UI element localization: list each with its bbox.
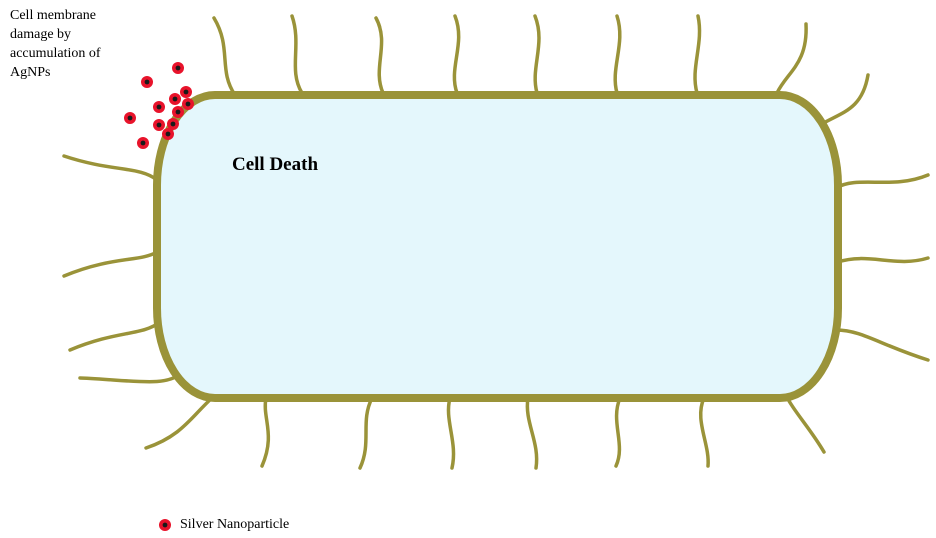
membrane-damage-annotation: Cell membrane damage by accumulation of … bbox=[10, 6, 150, 82]
annotation-line: accumulation of bbox=[10, 44, 150, 63]
flagellum bbox=[777, 24, 806, 93]
flagellum bbox=[146, 398, 212, 448]
flagellum bbox=[615, 16, 620, 93]
silver-nanoparticle bbox=[153, 119, 165, 131]
flagellum bbox=[701, 398, 708, 466]
annotation-line: Cell membrane bbox=[10, 6, 150, 25]
flagellum bbox=[836, 175, 928, 188]
silver-nanoparticle bbox=[182, 98, 194, 110]
flagellum bbox=[64, 252, 157, 276]
silver-nanoparticle bbox=[180, 86, 192, 98]
annotation-line: AgNPs bbox=[10, 63, 150, 82]
flagellum bbox=[376, 18, 383, 93]
silver-nanoparticle-icon bbox=[158, 518, 172, 532]
flagellum bbox=[262, 398, 268, 466]
silver-nanoparticle bbox=[169, 93, 181, 105]
flagellum bbox=[838, 258, 928, 262]
silver-nanoparticle bbox=[172, 106, 184, 118]
flagellum bbox=[70, 322, 160, 350]
flagellum bbox=[820, 75, 868, 125]
silver-nanoparticle bbox=[153, 101, 165, 113]
flagellum bbox=[454, 16, 458, 93]
silver-nanoparticle bbox=[162, 128, 174, 140]
flagellum bbox=[784, 392, 824, 452]
silver-nanoparticle bbox=[124, 112, 136, 124]
flagellum bbox=[535, 16, 539, 93]
flagellum bbox=[360, 398, 372, 468]
cell-death-label: Cell Death bbox=[232, 154, 318, 176]
cell-body bbox=[157, 95, 838, 398]
flagellum bbox=[527, 398, 536, 468]
silver-nanoparticle bbox=[172, 62, 184, 74]
legend: Silver Nanoparticle bbox=[158, 517, 289, 533]
legend-label: Silver Nanoparticle bbox=[180, 517, 289, 533]
flagellum bbox=[80, 372, 182, 382]
flagellum bbox=[836, 330, 928, 360]
flagellum bbox=[695, 16, 700, 93]
flagellum bbox=[214, 18, 235, 95]
flagellum bbox=[292, 16, 302, 93]
annotation-line: damage by bbox=[10, 25, 150, 44]
flagellum bbox=[448, 398, 453, 468]
silver-nanoparticle bbox=[137, 137, 149, 149]
flagellum bbox=[64, 156, 157, 180]
flagellum bbox=[616, 398, 620, 466]
